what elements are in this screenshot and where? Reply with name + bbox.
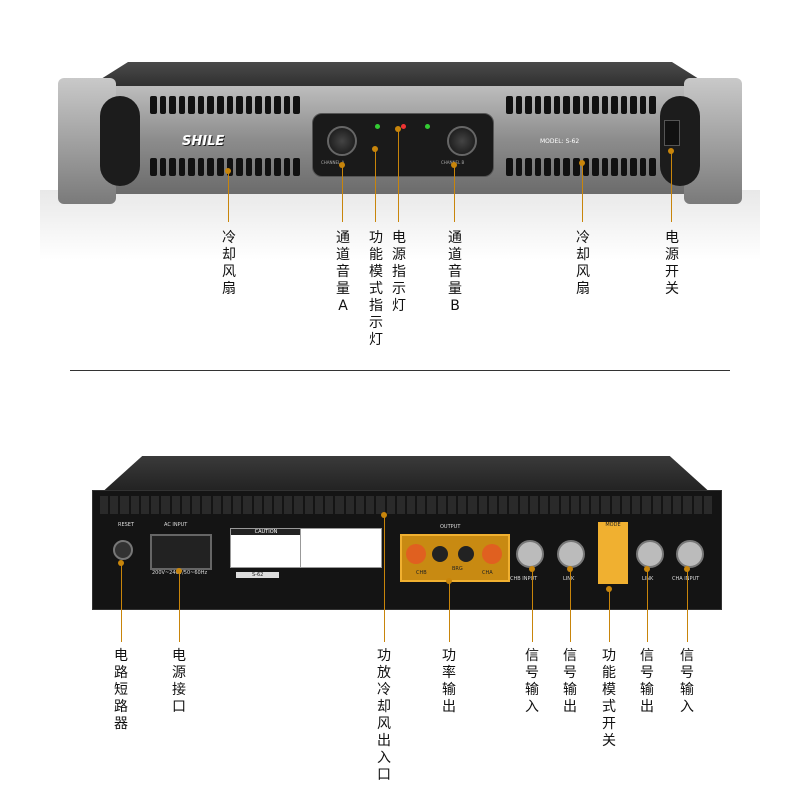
callout-dot — [446, 578, 452, 584]
callout-dot — [606, 586, 612, 592]
link-label: LINK — [563, 576, 575, 582]
callout-dot — [225, 168, 231, 174]
callout-line — [582, 164, 583, 222]
label-mode-indicator: 功能模式指示灯 — [369, 230, 383, 348]
callout-dot — [339, 162, 345, 168]
callout-line — [228, 172, 229, 222]
callout-line — [384, 516, 385, 642]
callout-line — [671, 152, 672, 222]
callout-line — [121, 564, 122, 642]
mode-label: MODE — [605, 522, 621, 528]
label-fan-right: 冷却风扇 — [576, 230, 590, 297]
binding-post[interactable] — [482, 544, 502, 564]
brg-label: BRG — [452, 566, 463, 572]
callout-dot — [668, 148, 674, 154]
callout-line — [398, 130, 399, 222]
model-tag: S-62 — [236, 572, 280, 578]
divider — [70, 370, 730, 371]
callout-dot — [395, 126, 401, 132]
callout-dot — [529, 566, 535, 572]
front-vent-right-lower — [506, 158, 656, 176]
chb-input-xlr[interactable] — [516, 540, 544, 568]
label-power-output: 功率输出 — [442, 648, 456, 715]
model-label: MODEL: S-62 — [540, 138, 580, 145]
callout-dot — [381, 512, 387, 518]
chb-link-xlr[interactable] — [557, 540, 585, 568]
front-vent-left — [150, 96, 300, 114]
callout-line — [454, 166, 455, 222]
callout-line — [570, 570, 571, 642]
indicator-led — [375, 124, 380, 129]
label-breaker: 电路短路器 — [114, 648, 128, 732]
label-fan-left: 冷却风扇 — [222, 230, 236, 297]
label-volume-b: 通道音量B — [448, 230, 462, 314]
label-volume-a: 通道音量A — [336, 230, 350, 314]
callout-line — [687, 570, 688, 642]
label-power-socket: 电源接口 — [172, 648, 186, 715]
ac-input-label: AC INPUT — [164, 522, 188, 528]
callout-dot — [118, 560, 124, 566]
label-signal-out-b: 信号输出 — [563, 648, 577, 715]
front-vent-left-lower — [150, 158, 300, 176]
label-signal-in-a: 信号输入 — [680, 648, 694, 715]
reset-label: RESET — [118, 522, 135, 528]
volume-b-knob[interactable] — [447, 126, 477, 156]
front-reflection — [40, 190, 760, 260]
caution-title: CAUTION — [231, 529, 301, 535]
speaker-terminals: CHB BRG CHA — [400, 534, 510, 582]
callout-dot — [579, 160, 585, 166]
cha-label: CHA — [482, 570, 493, 576]
brand-logo: SHILE — [182, 134, 225, 149]
cha-input-label: CHA INPUT — [672, 576, 700, 582]
callout-dot — [451, 162, 457, 168]
callout-dot — [644, 566, 650, 572]
label-fan-vent: 功放冷却风出入口 — [377, 648, 391, 783]
callout-dot — [176, 568, 182, 574]
handle-left — [100, 96, 140, 186]
rear-chassis-top — [104, 456, 708, 490]
binding-post[interactable] — [432, 546, 448, 562]
binding-post[interactable] — [458, 546, 474, 562]
callout-dot — [684, 566, 690, 572]
label-signal-in-b: 信号输入 — [525, 648, 539, 715]
callout-dot — [372, 146, 378, 152]
cha-input-xlr[interactable] — [676, 540, 704, 568]
label-power-indicator: 电源指示灯 — [392, 230, 406, 314]
label-signal-out-a: 信号输出 — [640, 648, 654, 715]
label-power-switch: 电源开关 — [665, 230, 679, 297]
output-label: OUTPUT — [440, 524, 461, 530]
binding-post[interactable] — [406, 544, 426, 564]
callout-line — [532, 570, 533, 642]
ac-input-socket[interactable] — [150, 534, 212, 570]
mode-switch-panel[interactable]: MODE — [598, 522, 628, 584]
chb-input-label: CHB INPUT — [510, 576, 538, 582]
front-vent-right — [506, 96, 656, 114]
volume-a-knob[interactable] — [327, 126, 357, 156]
callout-line — [342, 166, 343, 222]
callout-line — [647, 570, 648, 642]
cha-link-xlr[interactable] — [636, 540, 664, 568]
callout-line — [449, 582, 450, 642]
callout-line — [375, 150, 376, 222]
channel-a-label: CHANNEL A — [321, 160, 345, 165]
power-led — [401, 124, 406, 129]
spec-sticker — [300, 528, 382, 568]
callout-dot — [567, 566, 573, 572]
power-switch[interactable] — [664, 120, 680, 146]
caution-label: CAUTION — [230, 528, 302, 568]
label-mode-switch: 功能模式开关 — [602, 648, 616, 749]
callout-line — [179, 572, 180, 642]
reset-button[interactable] — [113, 540, 133, 560]
rear-vent-strip — [100, 496, 712, 514]
chb-label: CHB — [416, 570, 427, 576]
callout-line — [609, 590, 610, 642]
indicator-led — [425, 124, 430, 129]
